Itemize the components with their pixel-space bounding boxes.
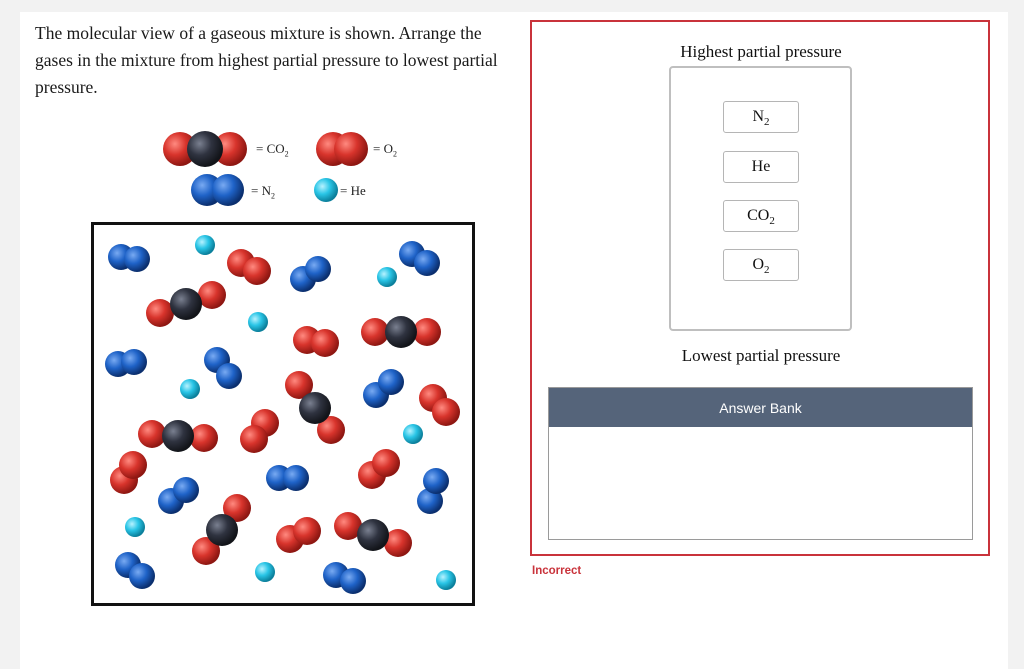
o2-molecule bbox=[240, 409, 279, 453]
n2-molecule bbox=[105, 349, 147, 377]
he-atom bbox=[248, 312, 268, 332]
chip-he[interactable]: He bbox=[723, 151, 799, 183]
o2-molecule bbox=[419, 384, 460, 426]
gas-mixture-molecules bbox=[105, 235, 460, 594]
co2-molecule bbox=[146, 281, 226, 327]
n2-molecule bbox=[290, 256, 331, 292]
he-atom bbox=[125, 517, 145, 537]
legend-o2-label: = O2 bbox=[373, 141, 397, 159]
answer-frame bbox=[530, 20, 990, 556]
legend-he-label: = He bbox=[340, 183, 366, 198]
o2-molecule bbox=[293, 326, 339, 357]
co2-molecule bbox=[285, 371, 345, 444]
he-atom bbox=[377, 267, 397, 287]
status-incorrect: Incorrect bbox=[532, 565, 582, 577]
n2-molecule bbox=[266, 465, 309, 491]
he-atom bbox=[436, 570, 456, 590]
n2-molecule bbox=[158, 477, 199, 514]
o2-molecule bbox=[227, 249, 271, 285]
n2-molecule bbox=[363, 369, 404, 408]
n2-molecule bbox=[108, 244, 150, 272]
highest-label: Highest partial pressure bbox=[680, 42, 842, 61]
o2-molecule bbox=[276, 517, 321, 553]
legend-n2-label: = N2 bbox=[251, 183, 275, 201]
co2-molecule bbox=[361, 316, 441, 348]
co2-molecule bbox=[334, 512, 412, 557]
n2-molecule bbox=[417, 468, 449, 514]
question-text: The molecular view of a gaseous mixture … bbox=[35, 23, 498, 97]
chip-n2[interactable]: N2 bbox=[723, 101, 799, 133]
answer-bank[interactable]: Answer Bank bbox=[548, 387, 973, 540]
o2-molecule bbox=[358, 449, 400, 489]
lowest-label: Lowest partial pressure bbox=[681, 346, 841, 365]
co2-molecule bbox=[138, 420, 218, 452]
gas-mixture-box bbox=[91, 222, 475, 606]
n2-molecule bbox=[115, 552, 155, 589]
he-atom bbox=[195, 235, 215, 255]
chip-o2[interactable]: O2 bbox=[723, 249, 799, 281]
chip-co2[interactable]: CO2 bbox=[723, 200, 799, 232]
he-atom bbox=[403, 424, 423, 444]
he-atom bbox=[255, 562, 275, 582]
o2-molecule bbox=[110, 451, 147, 494]
n2-molecule bbox=[323, 562, 366, 594]
co2-molecule bbox=[192, 494, 251, 565]
he-atom bbox=[180, 379, 200, 399]
answer-bank-header: Answer Bank bbox=[549, 388, 972, 427]
n2-molecule bbox=[399, 241, 440, 276]
n2-molecule bbox=[204, 347, 242, 389]
legend-co2-label: = CO2 bbox=[256, 141, 289, 159]
